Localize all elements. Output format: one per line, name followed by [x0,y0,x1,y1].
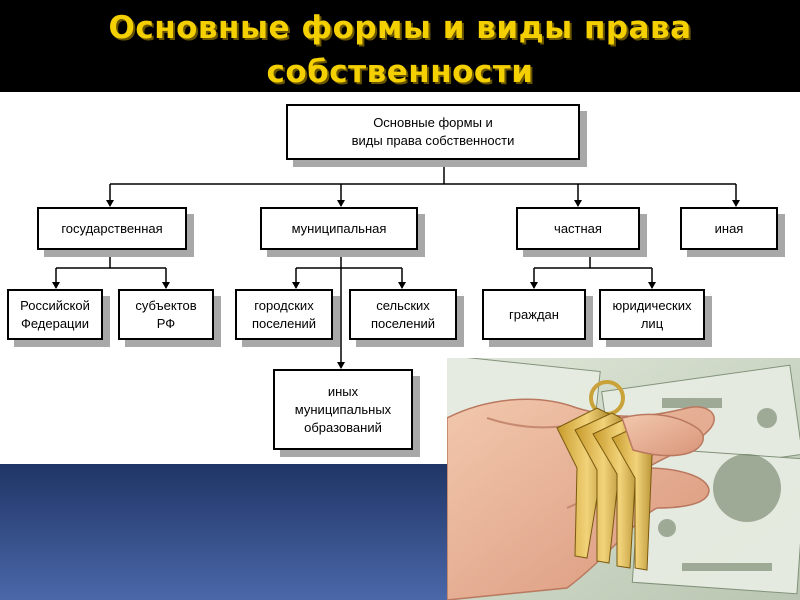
state-node: государственная [37,207,187,250]
keys-in-hand-icon [447,358,800,600]
slide-title: Основные формы и виды права собственност… [108,10,692,90]
municipal-node: муниципальная [260,207,418,250]
citizens-node: граждан [482,289,586,340]
title-bar [0,0,800,92]
other-municipal-node: иных муниципальных образований [273,369,413,450]
legal-node: юридических лиц [599,289,705,340]
private-node: частная [516,207,640,250]
subjects-node: субъектов РФ [118,289,214,340]
russia-node: Российской Федерации [7,289,103,340]
root-node: Основные формы и виды права собственност… [286,104,580,160]
urban-node: городских поселений [235,289,333,340]
rural-node: сельских поселений [349,289,457,340]
decorative-band [0,464,448,600]
other-node: иная [680,207,778,250]
